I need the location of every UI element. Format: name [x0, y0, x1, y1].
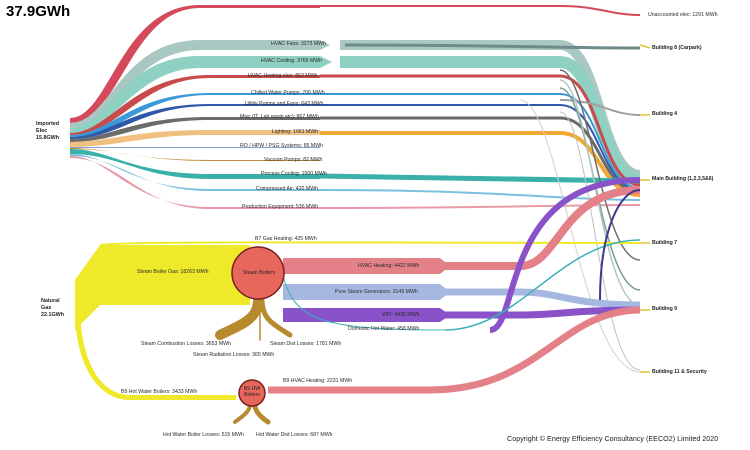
flow-label-b9-hvac-heating: B9 HVAC Heating: 2231 MWh [283, 378, 353, 384]
flow-label-wfi: WFI: 4435 MWh [382, 312, 420, 318]
flow-label-compressed-air: Compressed Air: 420 MWh [256, 186, 318, 192]
flow-label-domestic-hot-water: Domestic Hot Water: 458 MWh [348, 326, 420, 332]
flow-arrowheads [320, 40, 332, 68]
flow-label-b7-gas-heating: B7 Gas Heating: 425 MWh [255, 236, 317, 242]
flow-label-steam-radiation-losses: Steam Radiation Losses: 365 MWh [193, 352, 275, 358]
dest-building-7: Building 7 [652, 240, 678, 246]
flow-label-misc: Misc (IT, Lab equip etc): 867 MWh [240, 114, 319, 120]
steam-boilers-node [231, 246, 285, 300]
gas-source-label: Natural Gas 22.1GWh [41, 298, 64, 318]
flow-label-ro-systems: RO / HPW / PSG Systems: 85 MWh [240, 143, 324, 149]
copyright-notice: Copyright © Energy Efficiency Consultanc… [507, 434, 719, 443]
steam-outputs [282, 258, 450, 331]
b9-hw-boilers-label: B9 HW Boilers [243, 386, 261, 398]
flow-label-hw-dist-losses: Hot Water Dist Losses: 687 MWh [256, 432, 333, 438]
elec-source-line-3: 15.8GWh [36, 134, 60, 141]
flow-label-hvac-fans: HVAC Fans: 3273 MWh [271, 41, 326, 47]
gas-source [75, 241, 641, 400]
flow-label-steam-dist-losses: Steam Dist Losses: 1781 MWh [270, 341, 342, 347]
flow-label-hvac-heating-elec: HVAC Heating elec: 863 MWh [248, 73, 318, 79]
dest-building-11: Building 11 & Security [652, 369, 707, 375]
dest-building-9: Building 9 [652, 306, 678, 312]
flow-label-unaccounted: Unaccounted elec: 1291 MWh [648, 12, 718, 18]
flow-label-vacuum-pumps: Vacuum Pumps: 82 MWh [264, 157, 323, 163]
flow-label-lighting: Lighting: 1661 MWh [272, 129, 319, 135]
gas-source-line-2: Gas [41, 304, 52, 311]
steam-boilers-label: Steam Boilers [242, 270, 276, 276]
building-ticks [639, 44, 651, 373]
elec-source-fan [70, 5, 320, 209]
elec-source-line-2: Elec [36, 127, 48, 134]
gas-source-line-3: 22.1GWh [41, 311, 65, 318]
flow-label-hvac-heating: HVAC Heating: 4422 MWh [358, 263, 420, 269]
flow-label-b9-hot-water-boilers: B9 Hot Water Boilers: 3433 MWh [121, 389, 198, 395]
flow-label-pure-steam: Pure Steam Generators: 3149 MWh [335, 289, 418, 295]
flow-label-process-cooling: Process Cooling: 1500 MWh [261, 171, 327, 177]
elec-source-label: Imported Elec 15.8GWh [36, 121, 59, 141]
b9-boiler-flow [268, 306, 641, 394]
flow-label-utility-pumps: Utility Pumps and Fans: 643 MWh [245, 101, 324, 107]
flow-label-hw-boiler-losses: Hot Water Boiler Losses: 515 MWh [163, 432, 244, 438]
steam-losses [215, 295, 293, 425]
dest-main-building: Main Building (1,2,3,5&6) [652, 176, 714, 182]
dest-building-4: Building 4 [652, 111, 678, 117]
flow-label-steam-combustion-losses: Steam Combustion Losses: 3653 MWh [141, 341, 231, 347]
flow-label-chilled-water-pumps: Chilled Water Pumps: 706 MWh [251, 90, 325, 96]
flow-label-steam-boiler-gas: Steam Boiler Gas: 18263 MWh [137, 269, 209, 275]
total-energy-title: 37.9GWh [6, 3, 71, 20]
flow-label-production-equipment: Production Equipment: 536 MWh [242, 204, 319, 210]
gas-source-line-1: Natural [41, 298, 60, 304]
b9-hw-boilers-node [238, 379, 266, 407]
dest-building-8: Building 8 (Carpark) [652, 45, 702, 51]
flow-label-hvac-cooling: HVAC Cooling: 3769 MWh [261, 58, 323, 64]
elec-source-line-1: Imported [36, 121, 60, 127]
